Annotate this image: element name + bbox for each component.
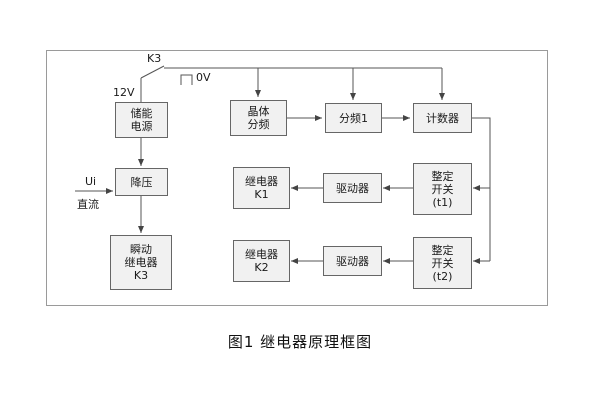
block-relay-k2: 继电器 K2 (233, 240, 290, 282)
block-driver-1: 驱动器 (323, 173, 382, 203)
block-setting-switch-t1: 整定 开关 (t1) (413, 163, 472, 215)
switch-k3-symbol (140, 65, 165, 79)
block-label-line: 瞬动 (130, 243, 152, 256)
block-label-line: 继电器 (124, 256, 158, 269)
pulse-symbol (180, 74, 193, 85)
block-driver-2: 驱动器 (323, 246, 382, 276)
block-label-line: 开关 (431, 256, 454, 270)
block-label-line: 驱动器 (336, 254, 369, 268)
block-label-line: K2 (254, 261, 269, 274)
block-setting-switch-t2: 整定 开关 (t2) (413, 237, 472, 289)
block-label-line: 整定 (431, 243, 454, 257)
input-ui-label: Ui (85, 175, 97, 188)
switch-k3-label: K3 (147, 52, 162, 65)
block-step-down: 降压 (115, 168, 168, 196)
block-label-line: 分频 (247, 118, 270, 131)
block-divider-1: 分频1 (325, 103, 382, 133)
block-label-line: 继电器 (245, 248, 278, 261)
block-label-line: 晶体 (247, 105, 270, 118)
block-label-line: 降压 (130, 175, 153, 189)
block-label-line: 继电器 (245, 175, 278, 188)
block-label-line: 驱动器 (336, 181, 369, 195)
block-label-line: 整定 (431, 169, 454, 183)
block-crystal-divider: 晶体 分频 (230, 100, 287, 136)
block-label-line: 储能 (130, 107, 153, 120)
input-dc-label: 直流 (77, 198, 99, 211)
block-instant-relay-k3: 瞬动 继电器 K3 (110, 235, 172, 290)
block-counter: 计数器 (413, 103, 472, 133)
block-label-line: 计数器 (426, 111, 459, 125)
block-relay-k1: 继电器 K1 (233, 167, 290, 209)
zero-volt-label: 0V (196, 71, 211, 84)
block-storage-power: 储能 电源 (115, 102, 168, 138)
block-label-line: 开关 (431, 182, 454, 196)
block-label-line: 电源 (130, 120, 153, 133)
block-label-line: K1 (254, 188, 269, 201)
supply-voltage-label: 12V (113, 86, 135, 99)
block-label-line: 分频1 (339, 111, 368, 125)
figure-caption: 图1 继电器原理框图 (227, 333, 373, 351)
block-label-line: (t2) (432, 269, 453, 283)
block-label-line: (t1) (432, 195, 453, 209)
block-label-line: K3 (133, 269, 149, 282)
